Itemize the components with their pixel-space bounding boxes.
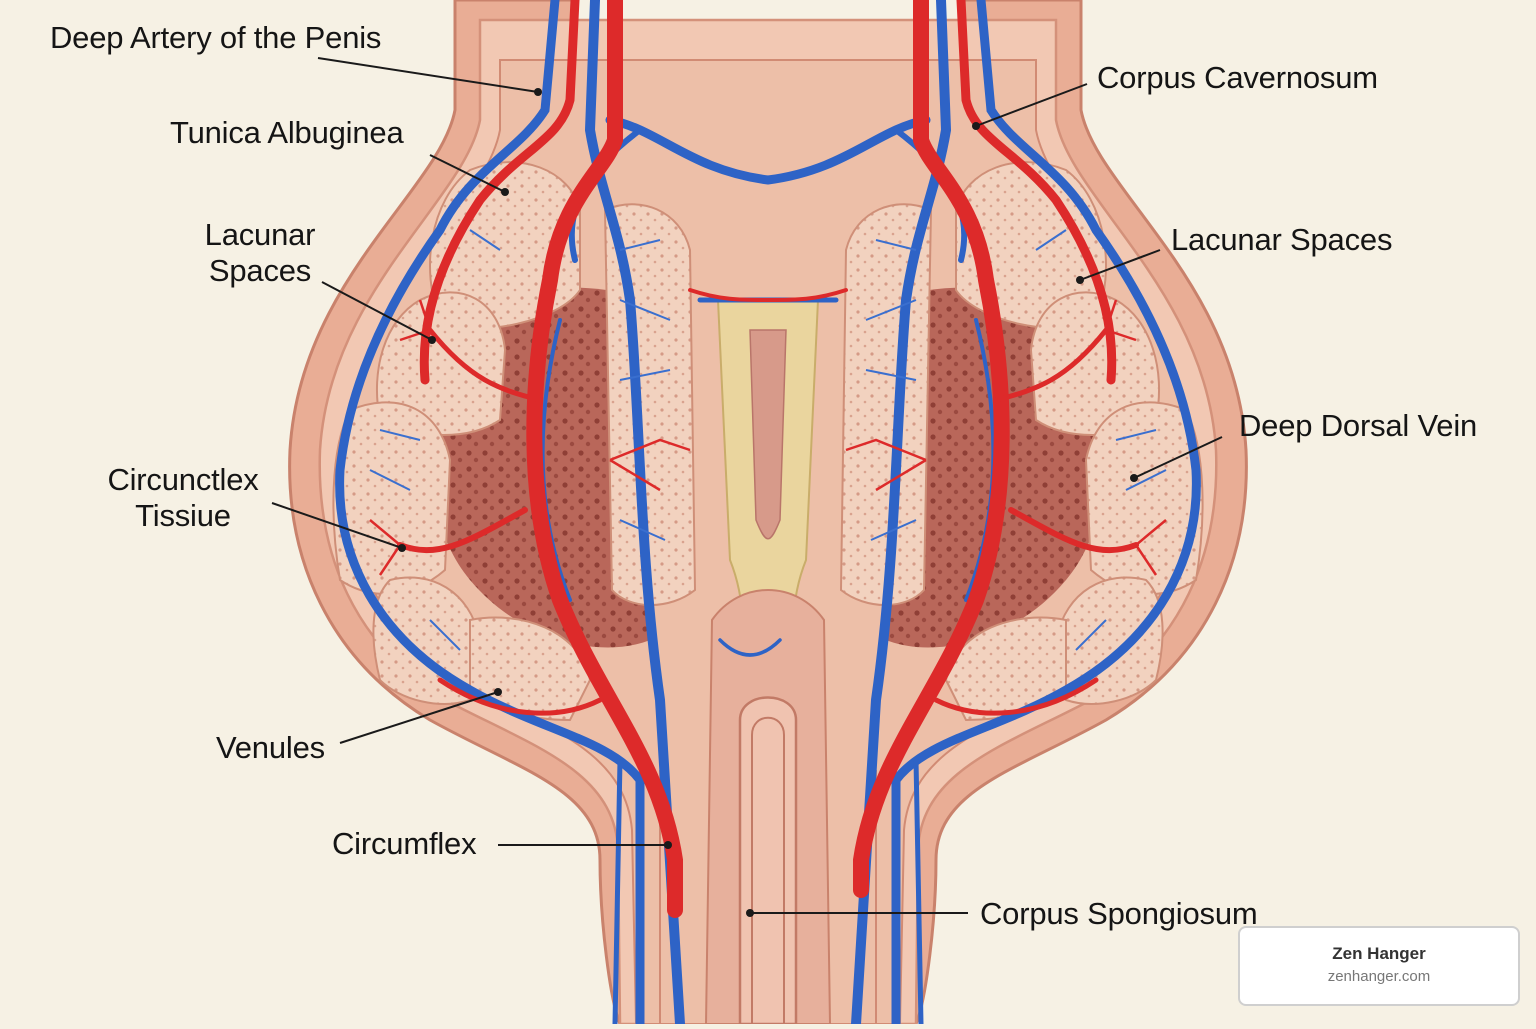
label-venules: Venules [216, 730, 325, 765]
label-tunica-albuginea: Tunica Albuginea [170, 115, 404, 150]
label-deep-artery: Deep Artery of the Penis [50, 20, 382, 55]
label-lacunar-spaces-left: Lacunar Spaces [200, 217, 320, 289]
label-circunctlex-tissue: Circunctlex Tissiue [98, 462, 268, 534]
label-circunctlex-line1: Circunctlex [107, 462, 259, 497]
label-lacunar-spaces-right: Lacunar Spaces [1171, 222, 1393, 257]
capillaries [369, 299, 1167, 576]
label-lacunar-line1: Lacunar [204, 217, 316, 252]
label-corpus-cavernosum: Corpus Cavernosum [1097, 60, 1378, 95]
label-lacunar-line2: Spaces [208, 253, 312, 288]
lacunar-lobes-right [839, 161, 1204, 722]
vein-capillaries [369, 229, 1167, 651]
watermark-badge: Zen Hanger zenhanger.com [1238, 926, 1520, 1006]
label-circunctlex-line2: Tissiue [135, 498, 231, 533]
watermark-url: zenhanger.com [1327, 968, 1431, 985]
septum-inner [749, 329, 787, 540]
label-deep-dorsal-vein: Deep Dorsal Vein [1239, 408, 1478, 443]
leader-lines [271, 57, 1223, 917]
urethra [738, 696, 798, 1026]
label-corpus-spongiosum: Corpus Spongiosum [980, 896, 1258, 931]
watermark-title: Zen Hanger [1332, 944, 1426, 963]
label-circumflex: Circumflex [332, 826, 477, 861]
